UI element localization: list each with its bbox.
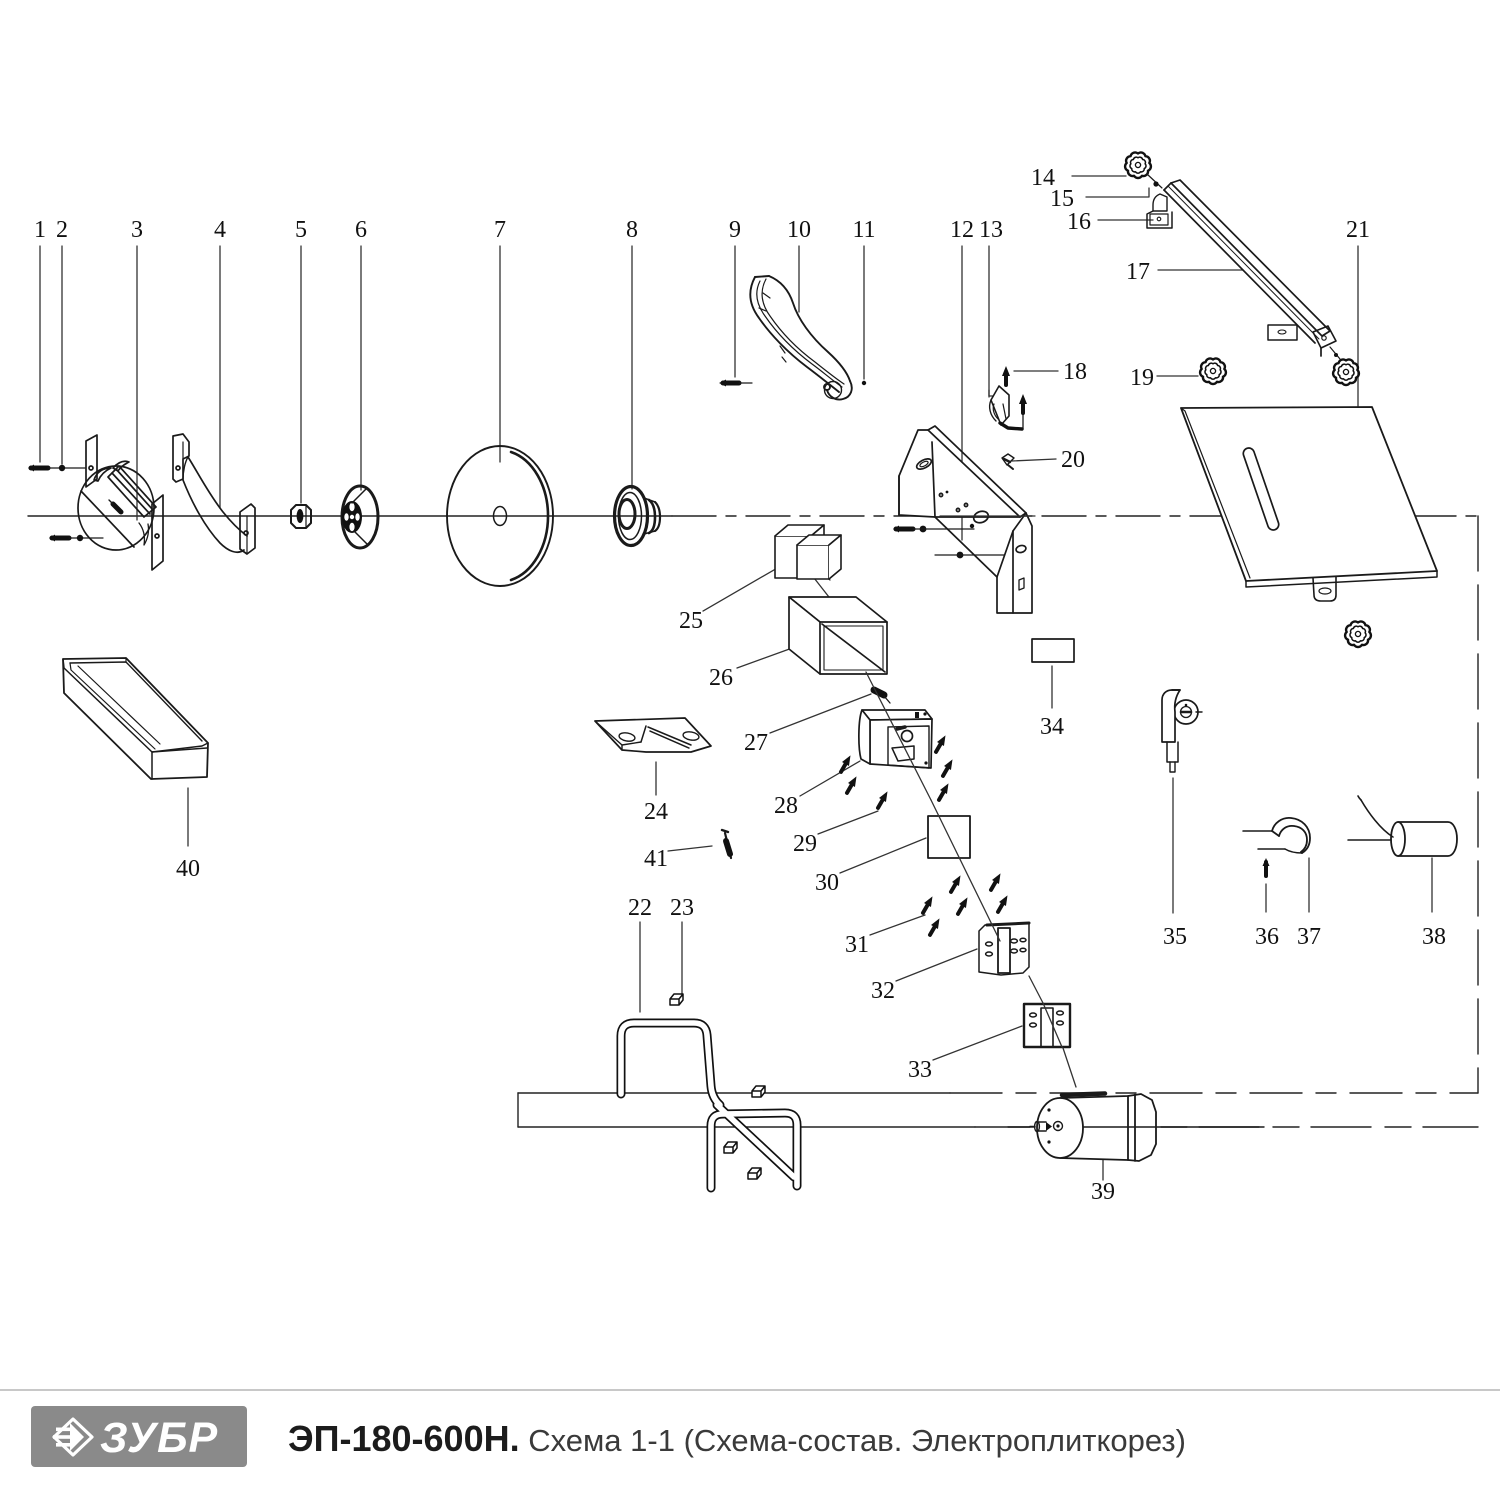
- svg-text:23: 23: [670, 895, 694, 921]
- svg-text:38: 38: [1422, 924, 1446, 950]
- svg-text:37: 37: [1297, 924, 1321, 950]
- svg-text:26: 26: [709, 665, 733, 691]
- svg-text:4: 4: [214, 217, 226, 243]
- svg-text:3: 3: [131, 217, 143, 243]
- svg-text:5: 5: [295, 217, 307, 243]
- svg-text:ЭП-180-600Н. Схема 1-1 (Схема-: ЭП-180-600Н. Схема 1-1 (Схема-состав. Эл…: [288, 1418, 1186, 1459]
- svg-text:24: 24: [644, 799, 668, 825]
- svg-text:1: 1: [34, 217, 46, 243]
- svg-text:21: 21: [1346, 217, 1370, 243]
- svg-text:15: 15: [1050, 186, 1074, 212]
- svg-text:2: 2: [56, 217, 68, 243]
- svg-text:25: 25: [679, 608, 703, 634]
- svg-text:34: 34: [1040, 714, 1064, 740]
- svg-text:31: 31: [845, 932, 869, 958]
- svg-text:22: 22: [628, 895, 652, 921]
- svg-text:7: 7: [494, 217, 506, 243]
- svg-text:10: 10: [787, 217, 811, 243]
- svg-text:32: 32: [871, 978, 895, 1004]
- svg-text:41: 41: [644, 846, 668, 872]
- svg-text:19: 19: [1130, 365, 1154, 391]
- svg-text:20: 20: [1061, 447, 1085, 473]
- svg-text:17: 17: [1126, 259, 1150, 285]
- svg-text:ЗУБР: ЗУБР: [100, 1414, 218, 1462]
- svg-text:33: 33: [908, 1057, 932, 1083]
- svg-text:28: 28: [774, 793, 798, 819]
- svg-text:9: 9: [729, 217, 741, 243]
- svg-text:6: 6: [355, 217, 367, 243]
- svg-text:39: 39: [1091, 1179, 1115, 1205]
- svg-text:16: 16: [1067, 209, 1091, 235]
- svg-text:8: 8: [626, 217, 638, 243]
- svg-text:18: 18: [1063, 359, 1087, 385]
- svg-text:30: 30: [815, 870, 839, 896]
- svg-text:12: 12: [950, 217, 974, 243]
- svg-text:11: 11: [852, 217, 875, 243]
- svg-text:27: 27: [744, 730, 768, 756]
- svg-text:29: 29: [793, 831, 817, 857]
- svg-text:14: 14: [1031, 165, 1055, 191]
- svg-text:40: 40: [176, 856, 200, 882]
- svg-text:36: 36: [1255, 924, 1279, 950]
- svg-text:35: 35: [1163, 924, 1187, 950]
- svg-text:13: 13: [979, 217, 1003, 243]
